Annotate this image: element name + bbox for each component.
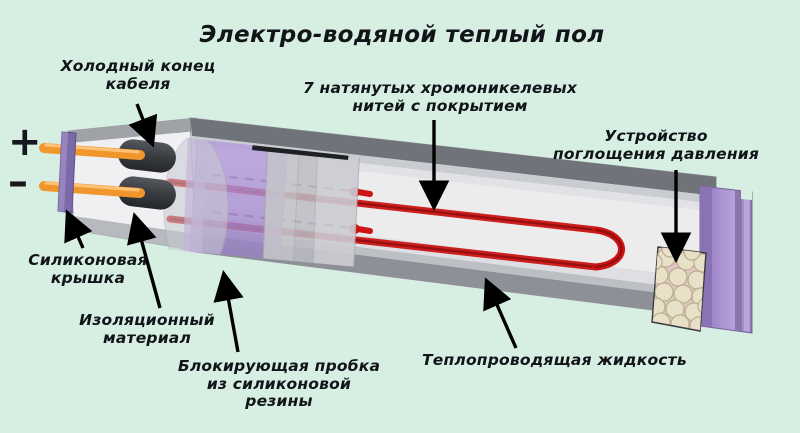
leader-blocking-plug (213, 269, 244, 353)
absorber-bead (668, 267, 688, 287)
absorber-bead (670, 314, 690, 330)
leader-lines (64, 103, 692, 353)
leader-cold-cable-end (128, 103, 158, 148)
sheath-collar-right (311, 139, 361, 299)
sheath-collar-bridge (292, 137, 318, 293)
end-cap-notch (741, 190, 752, 200)
label-insulating-material: Изоляционный материал (79, 311, 215, 347)
silicone-cap-component (57, 131, 77, 214)
tube-end-cap-assembly (699, 185, 753, 334)
absorber-bead (654, 282, 674, 302)
leader-heat-fluid (483, 277, 518, 349)
insulation-block-bottom (244, 268, 344, 300)
label-heat-conducting-fluid: Теплопроводящая жидкость (422, 351, 687, 369)
label-nichrome-threads: 7 натянутых хромоникелевых нитей с покры… (302, 79, 578, 115)
leader-insulation-material (127, 212, 162, 309)
label-cold-cable-end: Холодный конец кабеля (60, 57, 216, 93)
label-blocking-plug: Блокирующая пробка из силиконовой резины (177, 357, 381, 410)
end-cap-ring-highlight (744, 191, 750, 332)
heating-wire-return-loop-core (594, 228, 623, 269)
label-silicone-cap: Силиконовая крышка (28, 251, 148, 287)
cold-lead-positive (39, 143, 145, 160)
absorber-bead (693, 253, 705, 273)
tube-top-edge-band (190, 118, 716, 196)
end-cap-ring-groove (735, 190, 742, 331)
page-title: Электро-водяной теплый пол (199, 22, 605, 48)
sheath-collar-left (261, 133, 301, 293)
insulation-sheath-collars (261, 133, 361, 299)
polarity-positive-symbol: + (8, 119, 42, 165)
crimp-connector-lower (118, 176, 176, 210)
polarity-negative-symbol: – (8, 159, 28, 205)
silicone-cap-strip-highlight (58, 132, 68, 212)
leader-silicone-cap (64, 209, 93, 249)
label-pressure-absorber: Устройство поглощения давления (553, 127, 759, 163)
